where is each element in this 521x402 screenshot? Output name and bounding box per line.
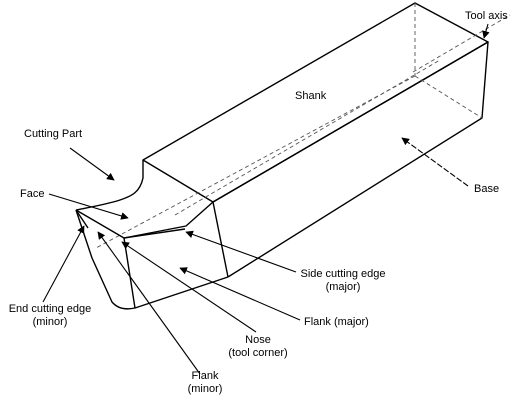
hidden-inner-edge <box>174 59 441 216</box>
shank-front-edge <box>212 201 229 278</box>
leader-nose <box>121 241 257 333</box>
label-end-cutting-edge: End cutting edge (minor) <box>0 303 100 329</box>
leader-face <box>48 193 129 220</box>
label-flank-minor: Flank (minor) <box>180 370 230 396</box>
label-side-cutting-edge-line2: (major) <box>325 281 361 293</box>
label-flank-minor-line1: Flank <box>191 370 219 382</box>
label-nose: Nose (tool corner) <box>215 334 301 360</box>
label-cutting-part: Cutting Part <box>24 128 83 140</box>
hidden-lines <box>95 3 511 249</box>
face-outline <box>75 201 214 239</box>
label-base: Base <box>474 183 500 195</box>
label-flank-major: Flank (major) <box>304 316 369 328</box>
hidden-back-bottom <box>414 75 483 119</box>
label-end-cutting-edge-line2: (minor) <box>32 316 68 328</box>
cutting-part <box>75 177 229 310</box>
label-tool-axis: Tool axis <box>465 10 508 22</box>
shank-side-face <box>212 41 489 278</box>
label-nose-line2: (tool corner) <box>228 347 288 359</box>
nose-edge-line <box>123 237 136 309</box>
shank-body <box>142 2 489 278</box>
flank-minor-line <box>75 209 89 229</box>
label-nose-line1: Nose <box>245 334 271 346</box>
label-end-cutting-edge-line1: End cutting edge <box>8 303 92 315</box>
label-face: Face <box>20 188 45 200</box>
leader-flank-minor <box>97 231 201 375</box>
label-side-cutting-edge-line1: Side cutting edge <box>300 268 386 280</box>
leader-side-cutting-edge <box>185 230 297 273</box>
label-shank: Shank <box>295 90 327 102</box>
hidden-bottom-edge <box>95 75 416 249</box>
end-cutting-edge-line <box>75 209 229 310</box>
label-side-cutting-edge: Side cutting edge (major) <box>287 268 399 294</box>
label-flank-minor-line2: (minor) <box>187 383 223 395</box>
side-cutting-edge-line <box>123 228 186 239</box>
leader-end-cutting-edge <box>42 225 85 303</box>
leader-lines <box>42 23 490 375</box>
leader-cutting-part <box>69 147 115 181</box>
leader-tool-axis <box>482 23 490 39</box>
leader-flank-major <box>179 267 301 321</box>
tool-axis-line <box>412 14 511 73</box>
leader-base <box>401 137 469 187</box>
